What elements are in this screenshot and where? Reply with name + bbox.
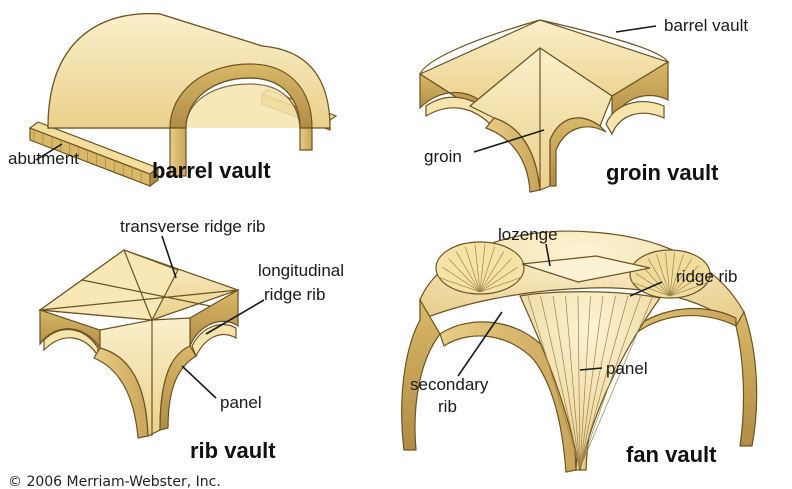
groin-barrel-vault-label: barrel vault bbox=[664, 16, 748, 35]
secondary-rib-label-line1: secondary bbox=[410, 375, 489, 394]
groin-barrel-vault-leader bbox=[616, 26, 656, 32]
longitudinal-label-line2: ridge rib bbox=[264, 285, 325, 304]
rib-panel-label: panel bbox=[220, 393, 262, 412]
groin-vault-figure: groin barrel vault groin vault bbox=[420, 16, 748, 192]
lozenge-label: lozenge bbox=[498, 225, 558, 244]
barrel-vault-title: barrel vault bbox=[152, 158, 271, 183]
copyright-notice: © 2006 Merriam-Webster, Inc. bbox=[8, 474, 221, 489]
groin-label: groin bbox=[424, 147, 462, 166]
secondary-rib-label-line2: rib bbox=[438, 397, 457, 416]
abutment-label: abutment bbox=[8, 149, 79, 168]
rib-vault-figure: transverse ridge rib longitudinal ridge … bbox=[40, 217, 344, 463]
fan-vault-title: fan vault bbox=[626, 442, 717, 467]
fan-panel-label: panel bbox=[606, 359, 648, 378]
fan-vault-figure: lozenge ridge rib panel secondary rib fa… bbox=[402, 225, 757, 472]
rib-vault-title: rib vault bbox=[190, 438, 276, 463]
barrel-vault-figure: abutment barrel vault bbox=[8, 14, 336, 186]
rib-panel-leader bbox=[182, 366, 216, 398]
transverse-ridge-rib-label: transverse ridge rib bbox=[120, 217, 266, 236]
longitudinal-label-line1: longitudinal bbox=[258, 261, 344, 280]
fan-ridge-rib-label: ridge rib bbox=[676, 267, 737, 286]
groin-vault-title: groin vault bbox=[606, 160, 719, 185]
